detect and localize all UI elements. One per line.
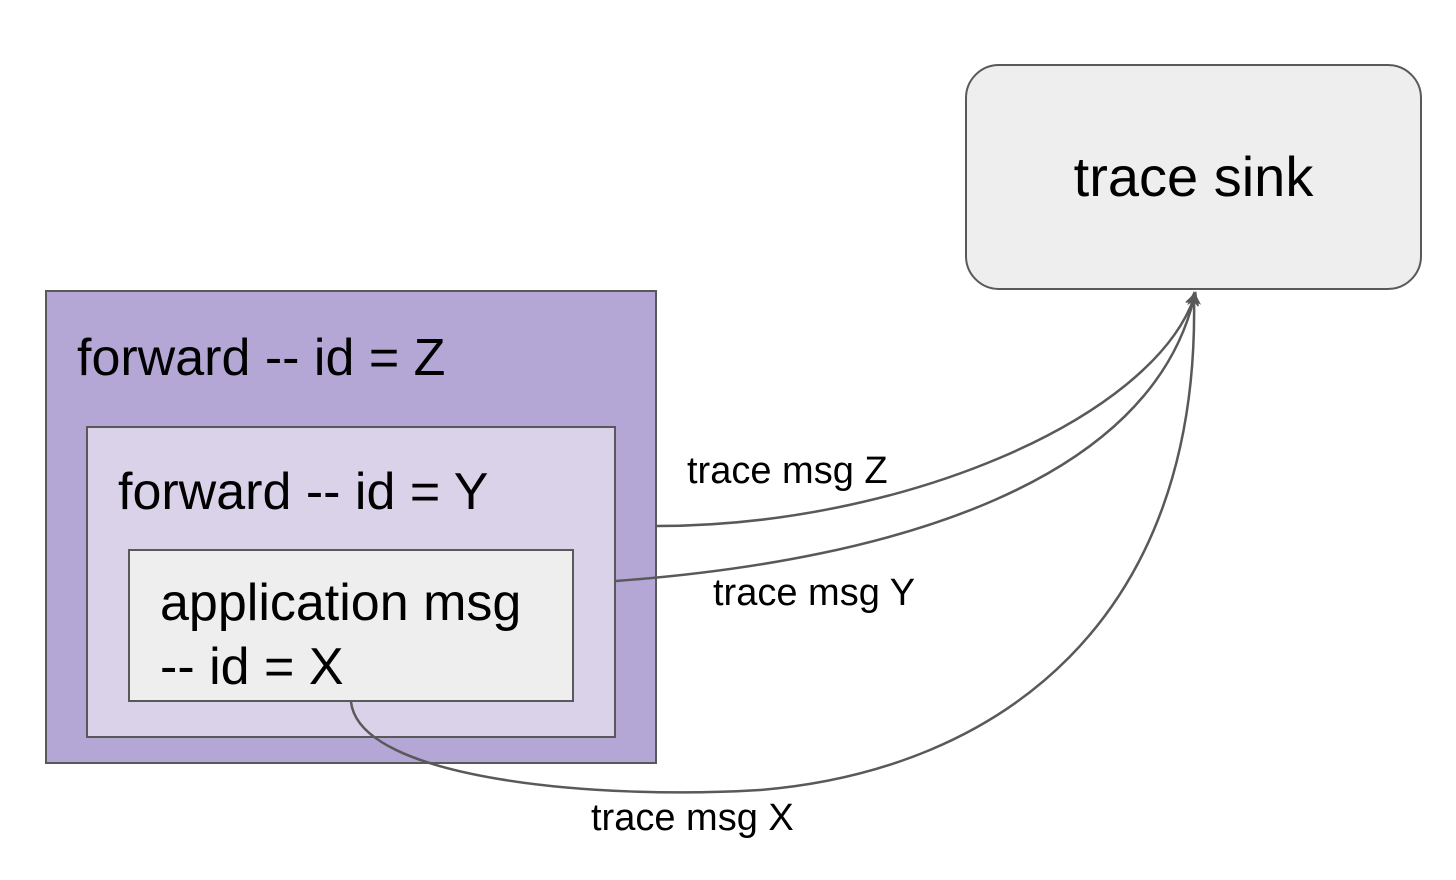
forward-z-box: forward -- id = Z forward -- id = Y appl… — [45, 290, 657, 764]
trace-sink-label: trace sink — [1073, 145, 1314, 208]
application-msg-label: application msg -- id = X — [160, 571, 570, 699]
trace-sink-box: trace sink — [965, 64, 1422, 290]
forward-y-label: forward -- id = Y — [118, 463, 489, 521]
trace-msg-x-label: trace msg X — [591, 797, 794, 839]
forward-z-label: forward -- id = Z — [77, 329, 446, 387]
application-msg-box: application msg -- id = X — [128, 549, 574, 702]
trace-msg-z-label: trace msg Z — [687, 450, 888, 492]
application-msg-label-line2: -- id = X — [160, 638, 344, 696]
trace-msg-y-label: trace msg Y — [713, 572, 916, 614]
application-msg-label-line1: application msg — [160, 574, 522, 632]
forward-y-box: forward -- id = Y application msg -- id … — [86, 426, 616, 738]
trace-msg-y-arrow — [615, 291, 1200, 583]
